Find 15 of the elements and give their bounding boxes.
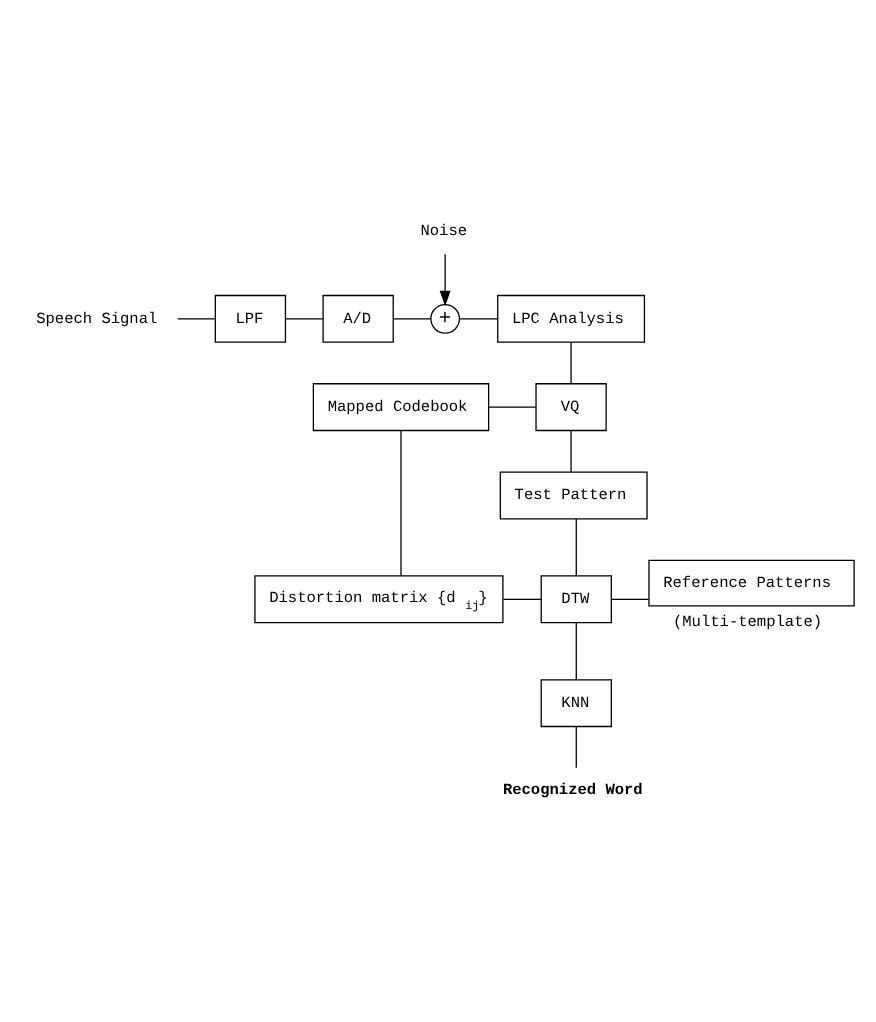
node-circle: + (430, 303, 461, 334)
connector (570, 341, 572, 385)
connector (285, 318, 324, 320)
connector (458, 318, 498, 320)
connector (575, 518, 577, 577)
arrow (439, 253, 451, 307)
connector (575, 726, 577, 769)
connector (400, 430, 402, 577)
connector (570, 430, 572, 473)
connector (392, 318, 432, 320)
connector (177, 318, 216, 320)
connector (488, 406, 537, 408)
connector (611, 598, 650, 600)
connector (575, 622, 577, 681)
connector (502, 598, 542, 600)
